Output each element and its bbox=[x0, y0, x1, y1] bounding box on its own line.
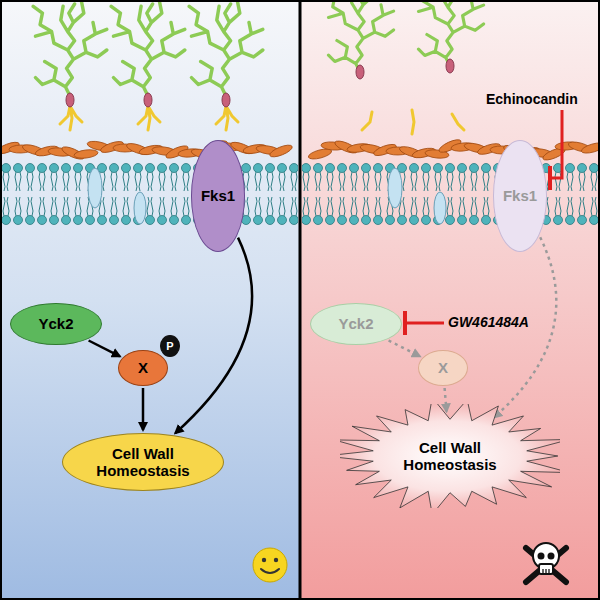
kinase-ellipse: Yck2 bbox=[10, 303, 102, 345]
drug-label: Echinocandin bbox=[486, 91, 578, 107]
node-text: Yck2 bbox=[38, 315, 73, 332]
arrow-connector bbox=[89, 341, 120, 357]
drug-label: GW461484A bbox=[448, 314, 529, 330]
homeostasis-ellipse: Cell Wall Homeostasis bbox=[62, 433, 224, 491]
arrow-connector bbox=[175, 238, 252, 434]
node-text: Cell Wall Homeostasis bbox=[88, 445, 198, 480]
homeostasis-starburst: Cell Wall Homeostasis bbox=[340, 404, 560, 508]
node-text: X bbox=[138, 359, 148, 376]
node-text: Fks1 bbox=[503, 187, 537, 204]
target-ellipse: X bbox=[118, 350, 168, 386]
node-text: P bbox=[166, 340, 173, 353]
inhibited-enzyme-ellipse: Fks1 bbox=[493, 140, 548, 252]
node-text: X bbox=[438, 359, 448, 376]
inhibited-target-ellipse: X bbox=[418, 350, 468, 386]
arrow-connector bbox=[445, 388, 447, 411]
inhibited-kinase-ellipse: Yck2 bbox=[310, 303, 402, 345]
enzyme-ellipse: Fks1 bbox=[191, 140, 246, 252]
skull-crossbones bbox=[526, 543, 566, 582]
smiley-face bbox=[253, 548, 287, 582]
phosphate-circle: P bbox=[160, 335, 180, 357]
arrow-connector bbox=[389, 341, 420, 357]
arrow-connector bbox=[142, 388, 145, 430]
node-text: Cell Wall Homeostasis bbox=[395, 439, 505, 474]
node-text: Yck2 bbox=[338, 315, 373, 332]
node-text: Fks1 bbox=[201, 187, 235, 204]
